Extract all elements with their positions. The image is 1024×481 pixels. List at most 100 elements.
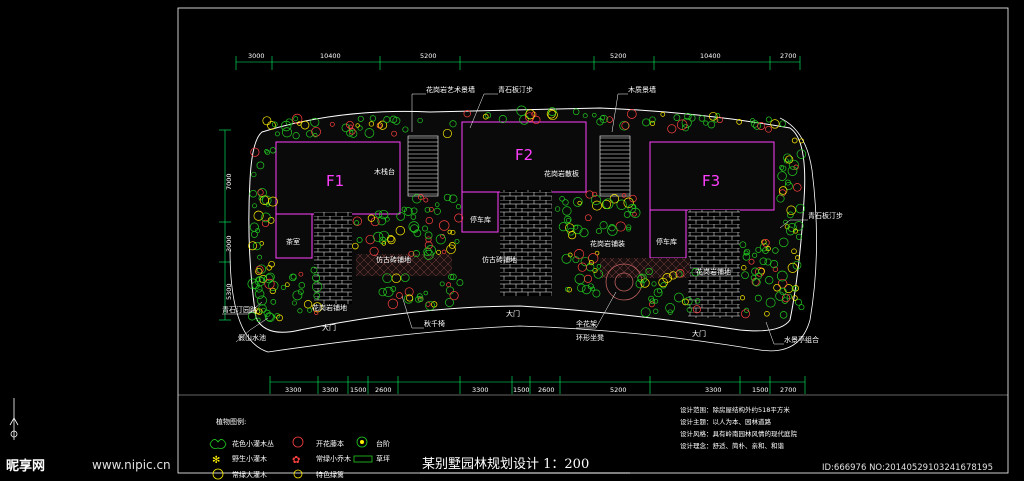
plant-symbol <box>574 249 585 260</box>
plant-symbol <box>765 125 772 133</box>
planting-layer <box>247 105 807 322</box>
plant-symbol <box>562 206 572 216</box>
plant-symbol <box>626 226 631 232</box>
plant-symbol <box>616 199 627 210</box>
plant-symbol <box>792 260 802 270</box>
dim-top-3: 5200 <box>420 52 437 60</box>
plant-symbol <box>559 196 565 202</box>
plant-symbol <box>595 228 602 235</box>
plant-symbol <box>583 274 593 283</box>
plant-symbol <box>676 119 688 130</box>
plant-symbol <box>276 314 283 322</box>
plant-symbol <box>357 115 364 122</box>
plant-symbol <box>263 309 271 317</box>
watermark-logo: 昵享网 <box>6 458 45 474</box>
label-damen2: 大门 <box>506 309 520 318</box>
svg-text:✿: ✿ <box>292 455 300 466</box>
plant-symbol <box>786 205 796 216</box>
plant-symbol <box>329 121 335 127</box>
plant-symbol <box>785 155 794 164</box>
plant-symbol <box>281 127 293 138</box>
plant-symbol <box>786 211 794 219</box>
plant-symbol <box>653 288 663 298</box>
plant-symbol <box>450 229 456 236</box>
plant-symbol <box>349 129 358 138</box>
label-huagang-pu: 花岗岩铺装 <box>590 239 625 248</box>
plant-symbol <box>795 298 802 306</box>
label-mumo-wall: 木质景墙 <box>628 85 656 94</box>
dim-top-5: 10400 <box>700 52 721 60</box>
plant-symbol <box>707 120 716 129</box>
plant-symbol <box>307 307 313 313</box>
plant-symbol <box>773 283 781 292</box>
legend-label-5: 常绿小乔木 <box>316 454 351 463</box>
label-qingshi-top: 青石板汀步 <box>498 85 533 94</box>
plant-symbol <box>274 131 280 137</box>
plant-symbol <box>660 112 666 117</box>
leader-lines <box>222 93 808 345</box>
plant-symbol <box>311 281 323 292</box>
legend-label-8: 特色绿篱 <box>316 470 344 479</box>
note-2: 设计主题：以人为本、园林道路 <box>680 417 772 426</box>
plant-symbol <box>799 138 804 144</box>
plant-symbol <box>410 207 418 215</box>
plant-symbol <box>743 248 751 256</box>
plant-symbol <box>284 282 290 288</box>
note-3: 设计风格：具有岭南园林风情的现代庭院 <box>680 429 798 438</box>
plant-symbol <box>781 297 789 304</box>
plant-symbol <box>651 281 657 287</box>
plant-symbol <box>408 221 420 232</box>
image-id: ID:666976 NO:20140529103241678195 <box>822 463 993 473</box>
plant-symbol <box>736 119 743 125</box>
plant-symbol <box>591 191 598 198</box>
plant-symbol <box>742 253 751 261</box>
dim-bottom-6: 1500 <box>513 386 530 394</box>
plant-symbol <box>381 241 387 246</box>
plant-symbol <box>257 254 263 260</box>
plant-symbol <box>374 210 383 218</box>
plant-symbol <box>357 125 363 131</box>
bottom-dimensions: 3300 3300 1500 2600 3300 1500 2600 5200 … <box>285 386 797 394</box>
plant-symbol <box>791 137 798 144</box>
plant-symbol <box>716 116 723 124</box>
plant-symbol <box>772 247 779 254</box>
plant-symbol <box>772 266 779 272</box>
plant-symbol <box>563 215 572 224</box>
plant-symbol <box>448 194 458 204</box>
flower-bed-icon <box>293 469 303 479</box>
plant-symbol <box>567 252 573 258</box>
plant-symbol <box>592 200 602 211</box>
building-f3-label: F3 <box>702 172 720 190</box>
plant-symbol <box>354 220 360 226</box>
timber-deck-right <box>599 135 631 197</box>
plant-symbol <box>681 117 692 128</box>
plant-symbol <box>410 214 417 220</box>
plant-symbol <box>264 273 274 284</box>
legend-label-7: 常绿大灌木 <box>232 470 267 479</box>
plant-symbol <box>435 234 446 245</box>
plant-symbol <box>310 266 318 274</box>
plant-symbol <box>778 237 789 248</box>
label-tingcheku2: 停车库 <box>656 237 677 246</box>
plant-symbol <box>271 121 278 128</box>
plant-symbol <box>456 279 464 287</box>
plant-symbol <box>582 113 588 119</box>
plant-symbol <box>251 171 257 178</box>
plant-symbol <box>387 298 399 309</box>
plant-symbol <box>269 147 277 154</box>
plant-symbol <box>433 207 441 215</box>
plant-symbol <box>446 282 452 288</box>
plant-symbol <box>262 116 272 126</box>
plant-symbol <box>778 186 788 195</box>
plant-symbol <box>306 130 314 138</box>
plant-symbol <box>261 219 270 228</box>
legend-label-6: 草坪 <box>376 454 390 463</box>
plant-symbol <box>795 203 806 214</box>
plant-symbol <box>404 287 414 297</box>
dim-bottom-1: 3300 <box>285 386 302 394</box>
plant-symbol <box>743 250 749 256</box>
label-chaoshi: 茶室 <box>286 237 300 246</box>
dim-bottom-9: 3300 <box>705 386 722 394</box>
brick-paving-f2 <box>500 190 552 296</box>
plant-symbol <box>665 303 675 313</box>
